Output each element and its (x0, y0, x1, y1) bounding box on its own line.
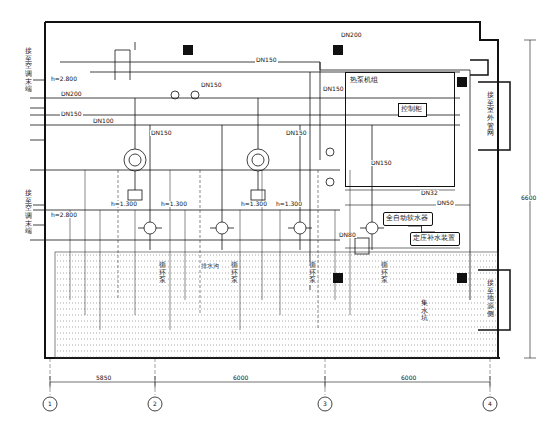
pipe (135, 98, 258, 190)
pipe (60, 62, 460, 160)
pipe (100, 210, 101, 330)
pipe-size: DN150 (370, 160, 393, 166)
pipe (280, 210, 281, 315)
note-text: 循环泵 (230, 262, 239, 285)
pipe (288, 228, 312, 229)
note-text: 循环泵 (380, 262, 389, 285)
grid-number: 3 (322, 401, 328, 407)
pipe (118, 170, 119, 300)
note-text: 接至空调末端 (24, 190, 33, 236)
dimension: 5850 (95, 375, 112, 381)
note-text: 排水沟 (200, 263, 220, 269)
pipe (30, 98, 460, 99)
dimension: 6000 (400, 375, 417, 381)
pipe (240, 210, 241, 330)
device-box: 全自动软水器 (383, 212, 433, 226)
pipe (345, 190, 470, 248)
elevation-mark: h=1.300 (160, 201, 188, 207)
note-text: 接至地源侧 (486, 280, 495, 318)
note-text: 循环泵 (308, 262, 317, 285)
pipe (360, 228, 384, 229)
note-text: 接至室外管网 (486, 92, 495, 138)
device-box: 控制柜 (398, 103, 427, 117)
pipe (310, 62, 470, 300)
device-box: 定压补水装置 (410, 232, 460, 246)
pipe (70, 210, 71, 300)
grid-number: 2 (152, 401, 158, 407)
dimension: 6000 (232, 375, 249, 381)
elevation-mark: h=1.300 (240, 201, 268, 207)
equipment-name: 控制柜 (401, 106, 424, 114)
equipment-name: 热泵机组 (350, 77, 450, 85)
pipe (318, 170, 319, 330)
grid-number: 4 (487, 401, 493, 407)
pipe (300, 125, 301, 250)
pipe-size: DN200 (60, 91, 83, 97)
pipe (135, 210, 136, 315)
pipe-size: DN100 (92, 118, 115, 124)
equipment-box: 热泵机组控制柜 (345, 72, 455, 187)
pipe (170, 170, 171, 330)
pipe (138, 228, 162, 229)
pipe (30, 170, 340, 171)
equipment-name: 定压补水装置 (413, 235, 457, 243)
elevation-mark: h=2.800 (50, 212, 78, 218)
pipe (222, 125, 223, 250)
pipe (30, 115, 460, 116)
pipe-size: DN150 (255, 57, 278, 63)
pipe-size: DN50 (436, 200, 455, 206)
pipe-size: DN150 (200, 82, 223, 88)
pipe (350, 170, 351, 315)
elevation-mark: h=1.300 (275, 201, 303, 207)
pipe (185, 210, 186, 300)
elevation-mark: h=2.800 (50, 76, 78, 82)
pipe-size: DN150 (285, 130, 308, 136)
grid-number: 1 (47, 401, 53, 407)
equipment-name: 全自动软水器 (386, 215, 430, 223)
pipe-size: DN150 (60, 111, 83, 117)
note-text: 集水坑 (420, 300, 429, 323)
pipe-size: DN150 (150, 130, 173, 136)
pipe-size: DN32 (420, 190, 439, 196)
pipe-size: DN80 (338, 232, 357, 238)
pipe (372, 125, 373, 250)
pipe (200, 170, 201, 315)
pipe (150, 125, 151, 250)
pipe (30, 125, 460, 126)
elevation-mark: h=1.300 (110, 201, 138, 207)
note-text: 循环泵 (158, 262, 167, 285)
pipe (85, 170, 86, 315)
pipe (210, 228, 234, 229)
pipe (335, 210, 336, 300)
dimension: 6600 (520, 195, 537, 201)
pipe-size: DN200 (340, 32, 363, 38)
note-text: 接至空调末端 (24, 48, 33, 94)
pipe (262, 170, 263, 300)
pipe-size: DN150 (322, 86, 345, 92)
